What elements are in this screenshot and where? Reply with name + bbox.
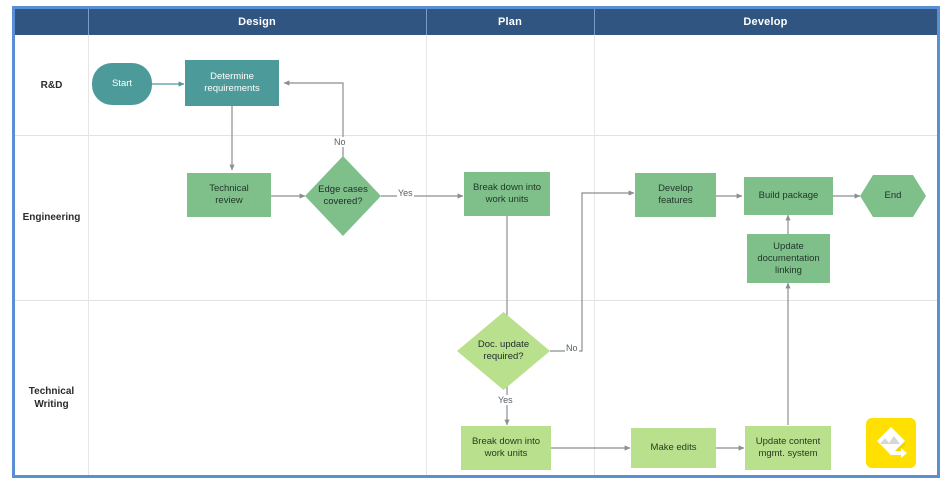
lane-label-technical-writing-line2: Writing bbox=[34, 399, 69, 410]
edge-label-edgecases-no: No bbox=[333, 137, 347, 147]
node-doc-update-required-label: Doc. update required? bbox=[478, 339, 529, 363]
node-technical-review-label: Technical review bbox=[209, 183, 249, 207]
edge-label-edgecases-yes: Yes bbox=[397, 188, 414, 198]
node-start[interactable]: Start bbox=[92, 63, 152, 105]
node-develop-features-label: Develop features bbox=[658, 183, 693, 207]
node-develop-features[interactable]: Develop features bbox=[635, 173, 716, 217]
node-update-documentation-linking-label: Update documentation linking bbox=[757, 241, 819, 277]
node-update-content-mgmt-system[interactable]: Update content mgmt. system bbox=[745, 426, 831, 470]
diamond-shape bbox=[457, 312, 550, 390]
phase-header-develop[interactable]: Develop bbox=[743, 16, 788, 28]
phase-header-band: Design Plan Develop bbox=[15, 9, 937, 35]
node-update-documentation-linking[interactable]: Update documentation linking bbox=[747, 234, 830, 283]
edge-label-docupdate-no: No bbox=[565, 343, 579, 353]
node-break-down-work-units-technical-writing[interactable]: Break down into work units bbox=[461, 426, 551, 470]
node-update-documentation-linking-line1: Update bbox=[773, 240, 804, 252]
node-determine-requirements-label: Determine requirements bbox=[204, 71, 259, 95]
diagram-export-badge[interactable] bbox=[866, 418, 916, 468]
node-break-down-work-units-engineering-line1: Break down into bbox=[472, 182, 542, 193]
node-break-down-work-units-engineering-line2: work units bbox=[485, 194, 529, 205]
node-technical-review-line1: Technical bbox=[209, 183, 249, 194]
node-doc-update-required-line1: Doc. update bbox=[477, 339, 530, 350]
node-determine-requirements[interactable]: Determine requirements bbox=[185, 60, 279, 106]
lane-label-rnd[interactable]: R&D bbox=[40, 80, 63, 91]
selection-frame bbox=[12, 6, 940, 478]
phase-header-design[interactable]: Design bbox=[238, 16, 276, 28]
lane-label-technical-writing-line1: Technical bbox=[28, 386, 75, 397]
node-start-label: Start bbox=[111, 78, 133, 89]
lane-row-rnd bbox=[15, 35, 937, 135]
node-build-package[interactable]: Build package bbox=[744, 177, 833, 215]
node-make-edits-label: Make edits bbox=[650, 442, 697, 453]
node-end[interactable]: End bbox=[860, 175, 926, 217]
diamond-arrow-icon bbox=[877, 427, 907, 458]
node-update-content-mgmt-system-line2: mgmt. system bbox=[758, 448, 818, 459]
node-end-label: End bbox=[884, 190, 902, 201]
node-determine-requirements-line2: requirements bbox=[204, 83, 260, 94]
node-break-down-work-units-engineering[interactable]: Break down into work units bbox=[464, 172, 550, 216]
header-divider-3 bbox=[594, 9, 595, 35]
header-divider-2 bbox=[426, 9, 427, 35]
node-develop-features-line1: Develop bbox=[658, 183, 693, 194]
node-edge-cases-covered[interactable]: Edge cases covered? bbox=[305, 156, 381, 236]
lane-separator-2 bbox=[15, 300, 937, 301]
node-break-down-work-units-engineering-label: Break down into work units bbox=[473, 182, 541, 206]
node-doc-update-required-line2: required? bbox=[483, 351, 524, 362]
node-edge-cases-covered-label: Edge cases covered? bbox=[318, 184, 368, 208]
node-build-package-label: Build package bbox=[758, 190, 819, 201]
node-doc-update-required[interactable]: Doc. update required? bbox=[457, 312, 550, 390]
node-determine-requirements-line1: Determine bbox=[210, 71, 254, 82]
node-technical-review[interactable]: Technical review bbox=[187, 173, 271, 217]
node-update-content-mgmt-system-line1: Update content bbox=[755, 436, 821, 447]
node-edge-cases-covered-line1: Edge cases bbox=[318, 184, 368, 195]
column-separator-label bbox=[88, 35, 89, 478]
phase-header-plan[interactable]: Plan bbox=[497, 16, 523, 28]
node-update-content-mgmt-system-label: Update content mgmt. system bbox=[756, 436, 820, 460]
node-make-edits[interactable]: Make edits bbox=[631, 428, 716, 468]
node-update-documentation-linking-line3: linking bbox=[775, 264, 802, 276]
node-break-down-work-units-technical-writing-line2: work units bbox=[484, 448, 528, 459]
hexagon-shape bbox=[860, 175, 926, 217]
node-develop-features-line2: features bbox=[658, 195, 693, 206]
lane-separator-1 bbox=[15, 135, 937, 136]
node-update-documentation-linking-line2: documentation bbox=[757, 252, 820, 264]
lane-label-technical-writing[interactable]: Technical Writing bbox=[15, 385, 88, 411]
node-edge-cases-covered-line2: covered? bbox=[323, 196, 363, 207]
column-separator-design-plan bbox=[426, 35, 427, 478]
lane-label-engineering[interactable]: Engineering bbox=[22, 212, 81, 223]
node-break-down-work-units-technical-writing-line1: Break down into bbox=[471, 436, 541, 447]
node-technical-review-line2: review bbox=[215, 195, 243, 206]
node-break-down-work-units-technical-writing-label: Break down into work units bbox=[472, 436, 540, 460]
diamond-shape bbox=[305, 156, 381, 236]
header-divider-1 bbox=[88, 9, 89, 35]
edge-label-docupdate-yes: Yes bbox=[497, 395, 514, 405]
